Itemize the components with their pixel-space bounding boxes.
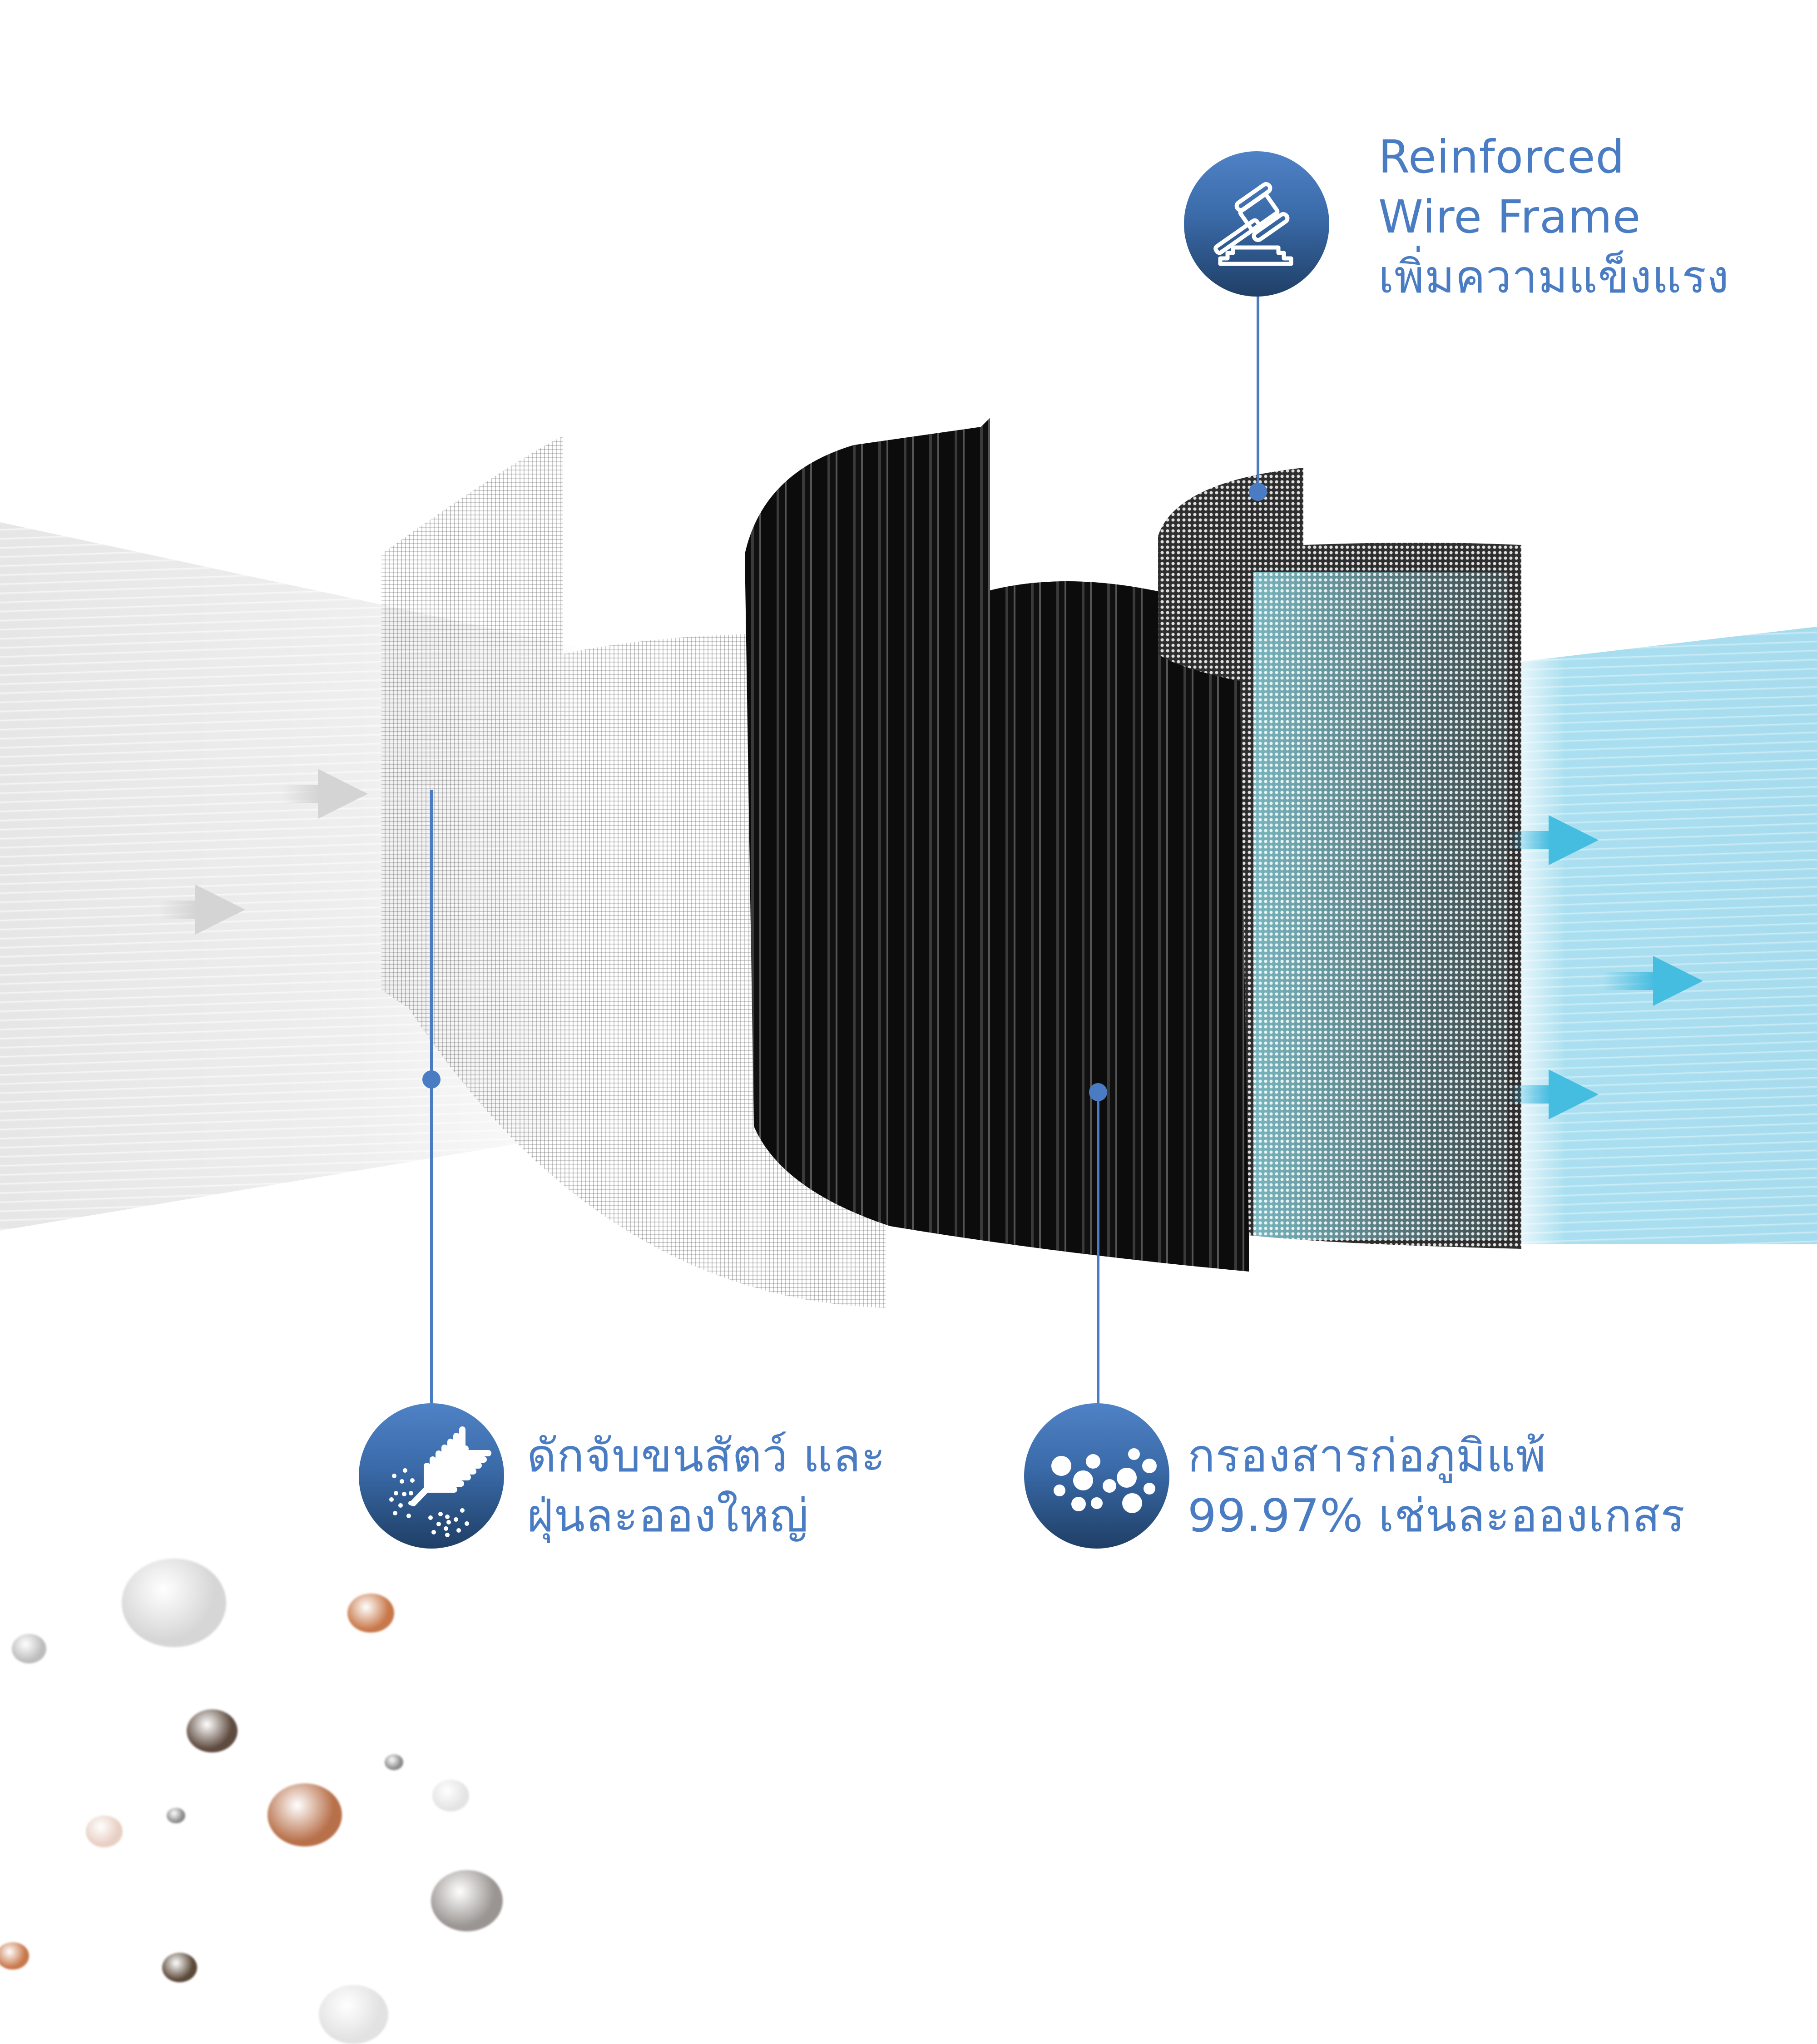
particles-icon: [1051, 1448, 1157, 1513]
callout-line-th: เพิ่มความแข็งแรง: [1378, 250, 1729, 303]
particle: [186, 1709, 238, 1753]
hepa-filter-callout: กรองสารก่อภูมิแพ้ 99.97% เช่นละอองเกสร: [1188, 1426, 1685, 1546]
connector-dot-wire-frame: [1249, 483, 1267, 501]
particle: [162, 1952, 197, 1982]
callout-line-th-1: กรองสารก่อภูมิแพ้: [1188, 1429, 1546, 1482]
hepa-filter-badge: [1024, 1403, 1169, 1549]
connector-dot-hepa-filter: [1089, 1083, 1107, 1101]
pleat-band: [736, 663, 1249, 672]
callout-line-th-2: 99.97% เช่นละอองเกสร: [1188, 1489, 1685, 1542]
particle: [385, 1754, 403, 1770]
callout-line-th-2: ฝุ่นละอองใหญ่: [527, 1489, 809, 1542]
connector-line-hepa-filter: [1097, 1090, 1099, 1408]
particle: [347, 1593, 394, 1633]
particle: [431, 1870, 503, 1931]
particle: [167, 1807, 186, 1824]
particle: [121, 1558, 226, 1648]
connector-line-pre-filter: [430, 790, 433, 1408]
gavel-icon: [1213, 182, 1293, 266]
particle: [432, 1780, 470, 1811]
callout-line-en-1: Reinforced: [1378, 130, 1625, 183]
callout-line-en-2: Wire Frame: [1378, 190, 1641, 243]
feather-dust-icon: [389, 1426, 491, 1537]
particle: [11, 1633, 47, 1663]
connector-dot-pre-filter: [422, 1070, 441, 1089]
pre-filter-callout: ดักจับขนสัตว์ และ ฝุ่นละอองใหญ่: [527, 1426, 886, 1546]
wire-frame-callout: Reinforced Wire Frame เพิ่มความแข็งแรง: [1378, 127, 1729, 307]
callout-line-th-1: ดักจับขนสัตว์ และ: [527, 1429, 886, 1482]
particle: [318, 1985, 388, 2044]
particle: [0, 1942, 29, 1970]
particle: [85, 1816, 123, 1847]
pre-filter-badge: [359, 1403, 504, 1549]
clean-air-stream: [1503, 627, 1817, 1244]
wire-frame-badge: [1184, 151, 1329, 297]
particle: [267, 1783, 342, 1846]
clean-air-glow: [1253, 572, 1508, 1240]
connector-line-wire-frame: [1257, 291, 1259, 490]
dirty-air-stream: [0, 522, 590, 1231]
